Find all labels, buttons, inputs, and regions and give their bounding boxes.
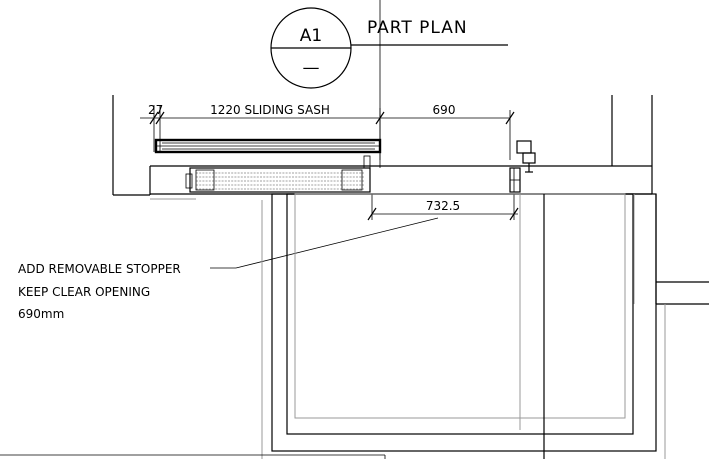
dim-opening: 690	[433, 103, 456, 117]
note-line-3: 690mm	[18, 307, 64, 321]
section-tag: A1 —	[270, 7, 352, 89]
page-title: PART PLAN	[367, 18, 468, 38]
section-tag-label: A1	[300, 26, 322, 46]
note-leader	[210, 217, 439, 269]
dim-sash: 1220 SLIDING SASH	[210, 103, 330, 117]
dim-lower: 732.5	[426, 199, 460, 213]
sliding-sash	[154, 138, 382, 154]
room-outline	[0, 193, 709, 459]
dim-gap: 27	[148, 103, 163, 117]
dimension-lower: 732.5	[367, 194, 519, 221]
note-line-2: KEEP CLEAR OPENING	[18, 285, 150, 299]
dimension-top: 27 1220 SLIDING SASH 690	[140, 103, 515, 160]
removable-stopper	[509, 140, 536, 193]
wall-upper	[112, 95, 653, 200]
note-line-1: ADD REMOVABLE STOPPER	[18, 262, 181, 276]
sliding-track	[185, 155, 371, 193]
section-tag-sheet: —	[303, 58, 320, 78]
note-block: ADD REMOVABLE STOPPER KEEP CLEAR OPENING…	[18, 262, 181, 321]
